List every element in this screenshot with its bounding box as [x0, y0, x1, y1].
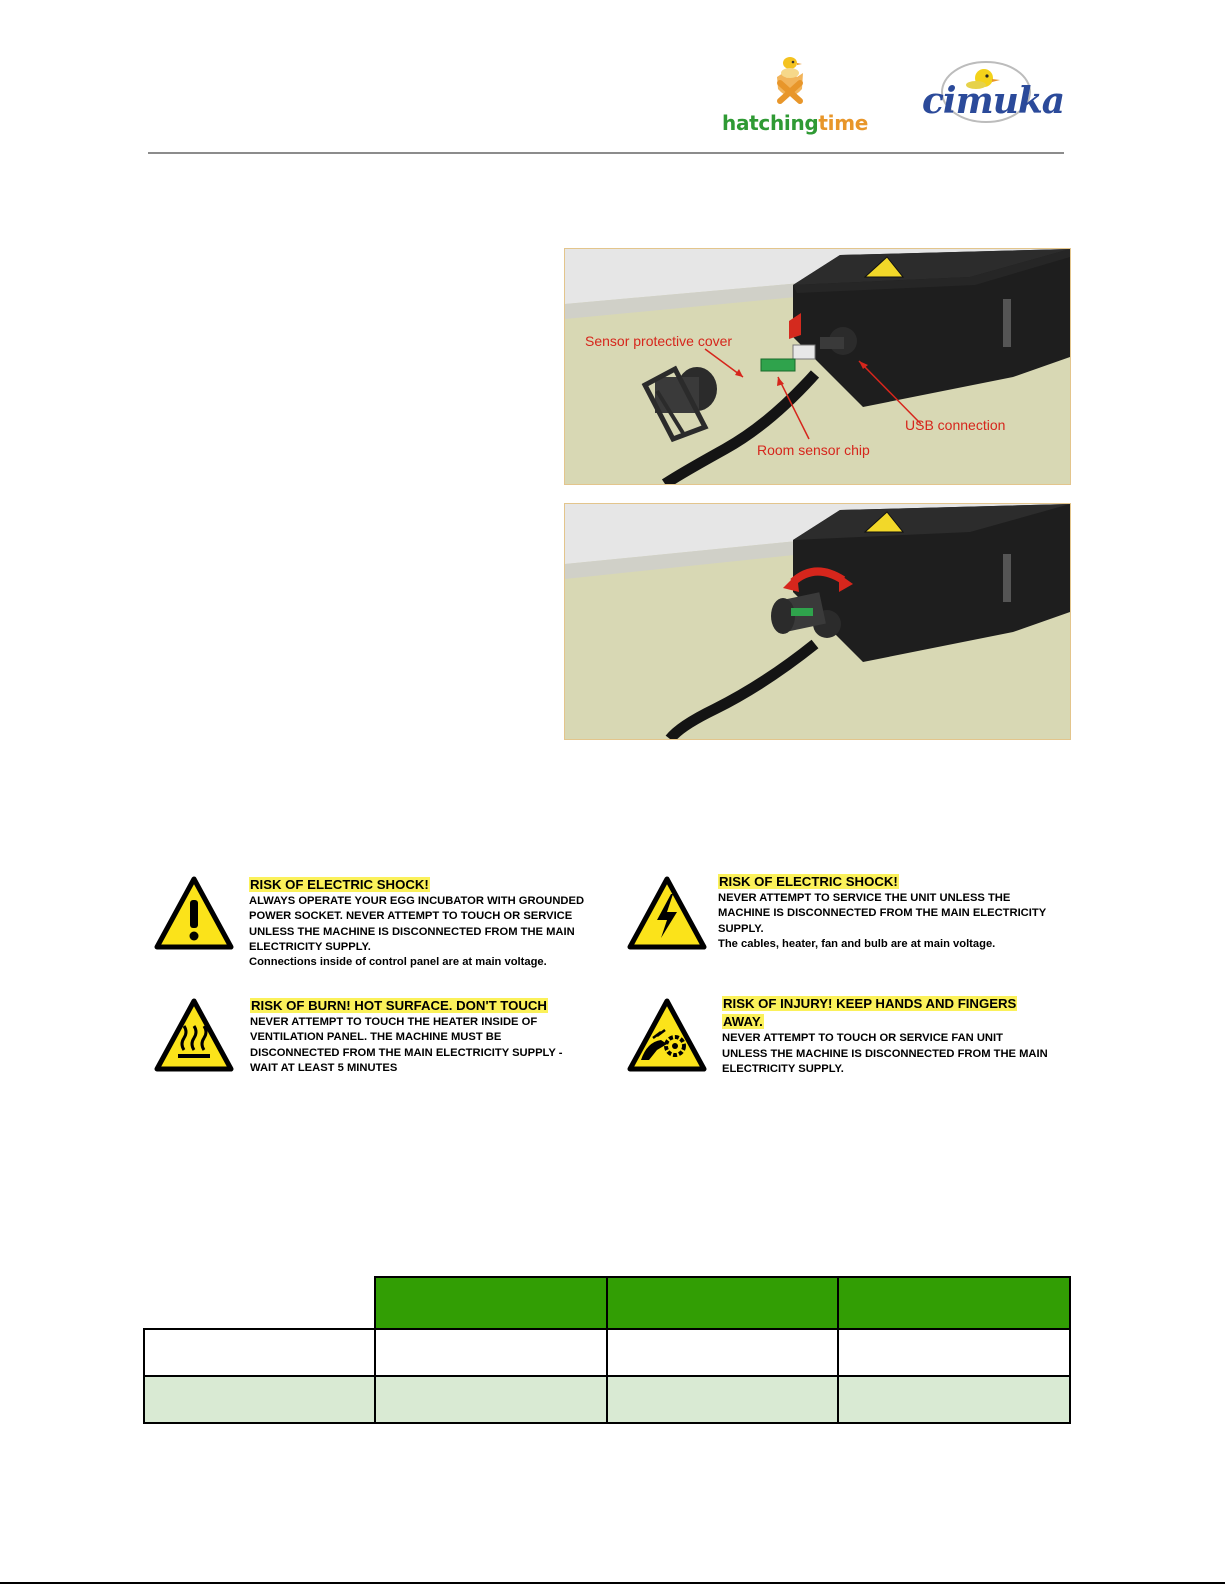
warning-line: NEVER ATTEMPT TO TOUCH OR SERVICE FAN UN…	[722, 1032, 1003, 1045]
warning-line: SUPPLY.	[718, 922, 764, 935]
table-header-cell	[606, 1276, 839, 1330]
lightning-warning-icon	[627, 876, 707, 950]
hand-gear-warning-icon	[627, 998, 707, 1072]
warning-title: RISK OF ELECTRIC SHOCK!	[718, 874, 899, 889]
warning-line: MACHINE IS DISCONNECTED FROM THE MAIN EL…	[718, 907, 1047, 920]
table-cell	[143, 1328, 376, 1377]
warning-line: DISCONNECTED FROM THE MAIN ELECTRICITY S…	[250, 1046, 563, 1059]
table-header-cell	[374, 1276, 608, 1330]
sensor-installed-illustration	[564, 503, 1071, 740]
warning-injury	[627, 998, 707, 1077]
table-header-row	[144, 1276, 1071, 1330]
logo-text-hatching: hatching	[722, 111, 819, 135]
warning-title: RISK OF ELECTRIC SHOCK!	[249, 877, 430, 892]
warning-electric-shock-1	[154, 876, 234, 955]
sensor-assembly-illustration: Sensor protective cover USB connection R…	[564, 248, 1071, 485]
callout-sensor-protective-cover: Sensor protective cover	[585, 333, 733, 349]
warning-text-2: RISK OF ELECTRIC SHOCK! NEVER ATTEMPT TO…	[718, 873, 1078, 952]
warning-line: ALWAYS OPERATE YOUR EGG INCUBATOR WITH G…	[249, 895, 585, 908]
warning-line: UNLESS THE MACHINE IS DISCONNECTED FROM …	[249, 925, 575, 938]
duckling-icon	[941, 61, 1031, 123]
warning-text-4: RISK OF INJURY! KEEP HANDS AND FINGERS A…	[722, 995, 1082, 1077]
table-cell	[837, 1328, 1071, 1377]
warning-line: POWER SOCKET. NEVER ATTEMPT TO TOUCH OR …	[249, 910, 573, 923]
warning-line: NEVER ATTEMPT TO TOUCH THE HEATER INSIDE…	[250, 1016, 538, 1029]
table-cell	[143, 1375, 376, 1424]
table-header-cell	[837, 1276, 1071, 1330]
logo-text-cimuka: cimuka	[922, 80, 1065, 122]
callout-room-sensor-chip: Room sensor chip	[757, 442, 870, 458]
table-row	[143, 1328, 1071, 1377]
rotate-arrow-icon	[783, 567, 853, 592]
warning-line: VENTILATION PANEL. THE MACHINE MUST BE	[250, 1031, 502, 1044]
callout-usb-connection: USB connection	[905, 417, 1006, 433]
exclamation-warning-icon	[154, 876, 234, 950]
warning-title: RISK OF INJURY! KEEP HANDS AND FINGERS	[722, 996, 1018, 1011]
warning-line: NEVER ATTEMPT TO SERVICE THE UNIT UNLESS…	[718, 892, 1011, 905]
cimuka-logo: cimuka	[918, 58, 1065, 128]
table-cell	[374, 1328, 608, 1377]
warning-line: WAIT AT LEAST 5 MINUTES	[250, 1061, 398, 1074]
table-header-cell	[144, 1277, 375, 1330]
hot-surface-warning-icon	[154, 998, 234, 1072]
warning-text-1: RISK OF ELECTRIC SHOCK! ALWAYS OPERATE Y…	[249, 876, 609, 970]
table-cell	[606, 1375, 839, 1424]
chick-in-egg-icon	[777, 57, 803, 104]
table-row	[143, 1375, 1071, 1424]
table-cell	[606, 1328, 839, 1377]
warning-electric-shock-2	[627, 876, 707, 955]
warning-text-3: RISK OF BURN! HOT SURFACE. DON'T TOUCH N…	[250, 997, 610, 1076]
warning-line: ELECTRICITY SUPPLY.	[249, 940, 371, 953]
hatchingtime-logo: hatchingtime	[722, 55, 868, 135]
warning-line: The cables, heater, fan and bulb are at …	[718, 937, 996, 950]
warning-title: RISK OF BURN! HOT SURFACE. DON'T TOUCH	[250, 998, 548, 1013]
table-cell	[374, 1375, 608, 1424]
warning-line: ELECTRICITY SUPPLY.	[722, 1062, 844, 1075]
footer-divider	[0, 1582, 1225, 1584]
spec-table	[143, 1276, 1071, 1424]
table-cell	[837, 1375, 1071, 1424]
warning-line: UNLESS THE MACHINE IS DISCONNECTED FROM …	[722, 1047, 1048, 1060]
warning-hot-surface	[154, 998, 234, 1077]
logo-text-time: time	[818, 111, 869, 135]
header-divider	[148, 152, 1064, 154]
warning-title: AWAY.	[722, 1014, 764, 1030]
warning-line: Connections inside of control panel are …	[249, 956, 547, 969]
